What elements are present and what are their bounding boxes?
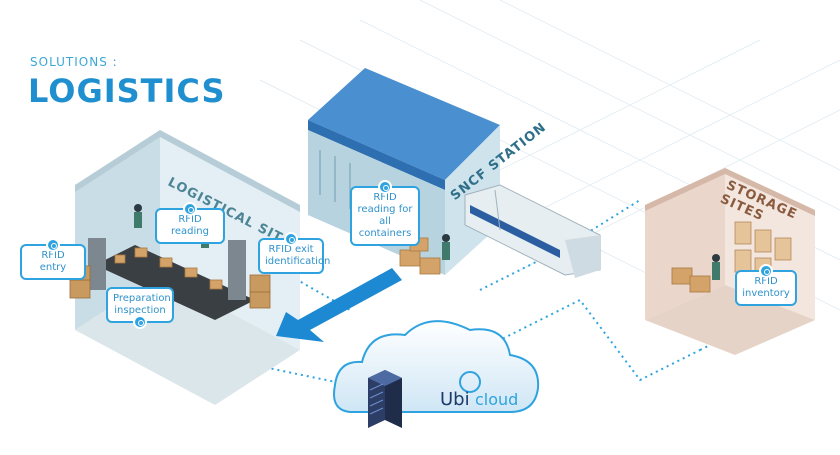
callout-rfid-containers: RFID reading for all containers bbox=[350, 180, 420, 246]
callout-rfid-containers-label: RFID reading for all containers bbox=[357, 192, 413, 239]
callout-rfid-reading: RFID reading bbox=[155, 202, 225, 244]
callout-preparation: Preparation inspection bbox=[106, 287, 174, 329]
rfid-pin-icon bbox=[46, 238, 60, 252]
callout-rfid-inventory: RFID inventory bbox=[735, 264, 797, 306]
cloud-brand-b: cloud bbox=[475, 390, 518, 409]
train-icon bbox=[464, 184, 601, 278]
callout-rfid-entry: RFID entry bbox=[20, 238, 86, 280]
rfid-pin-icon bbox=[284, 232, 298, 246]
callout-rfid-inventory-label: RFID inventory bbox=[742, 276, 790, 299]
callout-rfid-reading-label: RFID reading bbox=[171, 214, 209, 237]
server-icon bbox=[368, 370, 402, 428]
cloud-brand-a: Ubi bbox=[440, 389, 470, 410]
rfid-pin-icon bbox=[183, 202, 197, 216]
header-title: LOGISTICS bbox=[28, 72, 226, 110]
callout-preparation-label: Preparation inspection bbox=[113, 293, 171, 316]
rfid-pin-icon bbox=[378, 180, 392, 194]
callout-rfid-exit-label: RFID exit identification bbox=[265, 244, 331, 267]
callout-rfid-exit: RFID exit identification bbox=[258, 232, 330, 274]
arrow-icon bbox=[276, 268, 402, 342]
rfid-pin-icon bbox=[133, 315, 147, 329]
header-subtitle: SOLUTIONS : bbox=[30, 55, 118, 69]
ubicloud-logo: Ubi cloud bbox=[440, 371, 518, 410]
rfid-pin-icon bbox=[759, 264, 773, 278]
callout-rfid-entry-label: RFID entry bbox=[39, 250, 67, 273]
